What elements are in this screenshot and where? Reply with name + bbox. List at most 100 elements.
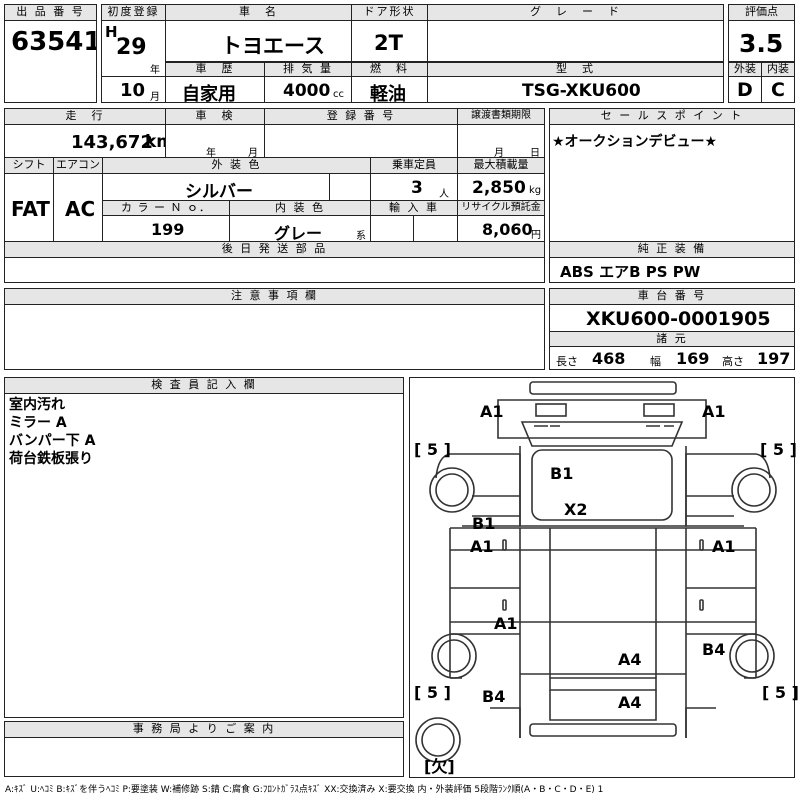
length-label: 長さ bbox=[556, 355, 578, 368]
tyre-rear-right: [ 5 ] bbox=[762, 683, 799, 702]
damage-mark: A4 bbox=[618, 693, 642, 712]
shift-label: シフト bbox=[4, 157, 54, 174]
inspection-label: 車 検 bbox=[165, 108, 265, 125]
grade-cell bbox=[427, 20, 724, 62]
inspector-note: ミラー A bbox=[9, 415, 67, 431]
door-type: 2T bbox=[374, 31, 403, 55]
reg-no-label: 登 録 番 号 bbox=[264, 108, 458, 125]
aircon-cell: AC bbox=[53, 173, 103, 242]
fuel-cell: 軽油 bbox=[351, 76, 428, 103]
chassis-cell: XKU600-0001905 bbox=[549, 304, 795, 332]
score-cell: 3.5 bbox=[728, 20, 795, 62]
inspection-cell: 年 月 bbox=[165, 124, 265, 158]
notes-cell bbox=[4, 304, 545, 370]
inspector-cell: 室内汚れ ミラー A バンパー下 A 荷台鉄板張り bbox=[4, 393, 404, 718]
transfer-day-unit: 日 bbox=[530, 148, 540, 158]
transfer-month-unit: 月 bbox=[494, 148, 504, 158]
height-value: 197 bbox=[757, 349, 791, 368]
mileage-unit: km bbox=[145, 132, 165, 152]
lot-number-label: 出 品 番 号 bbox=[4, 4, 97, 21]
sales-point-cell: ★オークションデビュー★ bbox=[549, 124, 795, 242]
displacement-value: 4000 bbox=[283, 81, 331, 101]
load-unit: kg bbox=[529, 185, 542, 196]
history-cell: 自家用 bbox=[165, 76, 265, 103]
model-cell: TSG-XKU600 bbox=[427, 76, 724, 103]
transfer-cell: 月 日 bbox=[457, 124, 545, 158]
later-parts-cell bbox=[4, 257, 545, 283]
sales-point-label: セ ー ル ス ポ イ ン ト bbox=[549, 108, 795, 125]
exterior-grade: D bbox=[737, 79, 753, 101]
genuine-label: 純 正 装 備 bbox=[549, 241, 795, 258]
grade-label: グ レ ー ド bbox=[427, 4, 724, 21]
displacement-unit: cc bbox=[333, 89, 344, 100]
truck-outline bbox=[415, 381, 777, 763]
damage-diagram: [ 5 ] [ 5 ] [ 5 ] [ 5 ] [欠] A1 A1 B1 X2 … bbox=[409, 377, 799, 778]
model-value: TSG-XKU600 bbox=[522, 81, 641, 101]
fuel-label: 燃 料 bbox=[351, 62, 428, 77]
office-label: 事 務 局 よ り ご 案 内 bbox=[4, 721, 404, 738]
mileage-cell: 143,672 km bbox=[4, 124, 166, 158]
ext-color-cell: シルバー bbox=[102, 173, 330, 201]
exterior-grade-cell: D bbox=[728, 76, 762, 103]
first-reg-label: 初度登録 bbox=[101, 4, 166, 21]
int-color: グレー bbox=[274, 224, 323, 242]
color-no-label: カ ラ ー Ｎ ｏ． bbox=[102, 200, 230, 216]
import-label: 輸 入 車 bbox=[370, 200, 458, 216]
mileage-value: 143,672 bbox=[71, 132, 153, 153]
sales-point: ★オークションデビュー★ bbox=[552, 134, 718, 150]
score-label: 評価点 bbox=[728, 4, 795, 21]
int-color-cell: グレー 系 bbox=[229, 215, 371, 242]
first-reg-year: 29 bbox=[116, 35, 147, 60]
aircon-value: AC bbox=[65, 197, 96, 221]
interior-grade-cell: C bbox=[761, 76, 795, 103]
damage-mark: A1 bbox=[712, 537, 736, 556]
damage-mark: B4 bbox=[702, 640, 726, 659]
first-reg-cell: H 29 年 bbox=[101, 20, 166, 77]
height-label: 高さ bbox=[722, 355, 744, 368]
score-value: 3.5 bbox=[739, 29, 784, 58]
ext-color-extra bbox=[329, 173, 371, 201]
damage-mark: A1 bbox=[480, 402, 504, 421]
capacity-label: 乗車定員 bbox=[370, 157, 458, 174]
first-reg-month: 10 bbox=[120, 80, 146, 101]
notes-label: 注 意 事 項 欄 bbox=[4, 288, 545, 305]
shift-cell: FAT bbox=[4, 173, 54, 242]
length-value: 468 bbox=[592, 349, 626, 368]
int-color-label: 内 装 色 bbox=[229, 200, 371, 216]
reg-no-cell bbox=[264, 124, 458, 158]
damage-mark: A4 bbox=[618, 650, 642, 669]
import-cell-b bbox=[413, 215, 458, 242]
first-reg-era: H bbox=[105, 23, 118, 41]
spare-tyre: [欠] bbox=[424, 757, 455, 776]
damage-mark: A1 bbox=[470, 537, 494, 556]
load-cell: 2,850 kg bbox=[457, 173, 545, 201]
interior-grade: C bbox=[771, 79, 785, 101]
specs-label: 諸 元 bbox=[549, 331, 795, 347]
car-name-cell: トヨエース bbox=[165, 20, 352, 62]
displacement-label: 排 気 量 bbox=[264, 62, 352, 77]
door-type-cell: 2T bbox=[351, 20, 428, 62]
tyre-front-left: [ 5 ] bbox=[414, 440, 451, 459]
capacity-cell: 3 人 bbox=[370, 173, 458, 201]
inspector-label: 検 査 員 記 入 欄 bbox=[4, 377, 404, 394]
inspector-note: バンパー下 A bbox=[9, 433, 96, 449]
genuine-cell: ABS エアB PS PW bbox=[549, 257, 795, 283]
import-cell-a bbox=[370, 215, 414, 242]
lot-number-cell: 63541 bbox=[4, 20, 97, 103]
first-reg-month-cell: 10 月 bbox=[101, 76, 166, 103]
first-reg-year-unit: 年 bbox=[150, 65, 160, 76]
damage-mark: A1 bbox=[494, 614, 518, 633]
car-history: 自家用 bbox=[182, 84, 236, 103]
first-reg-month-unit: 月 bbox=[150, 92, 160, 103]
inspector-note: 室内汚れ bbox=[9, 397, 65, 413]
inspection-year-unit: 年 bbox=[206, 148, 216, 158]
tyre-front-right: [ 5 ] bbox=[760, 440, 797, 459]
color-no-cell: 199 bbox=[102, 215, 230, 242]
chassis-number: XKU600-0001905 bbox=[586, 308, 771, 330]
inspector-note: 荷台鉄板張り bbox=[9, 451, 93, 467]
car-name: トヨエース bbox=[221, 34, 325, 58]
office-cell bbox=[4, 737, 404, 777]
displacement-cell: 4000 cc bbox=[264, 76, 352, 103]
ext-color-label: 外 装 色 bbox=[102, 157, 371, 174]
load-label: 最大積載量 bbox=[457, 157, 545, 174]
